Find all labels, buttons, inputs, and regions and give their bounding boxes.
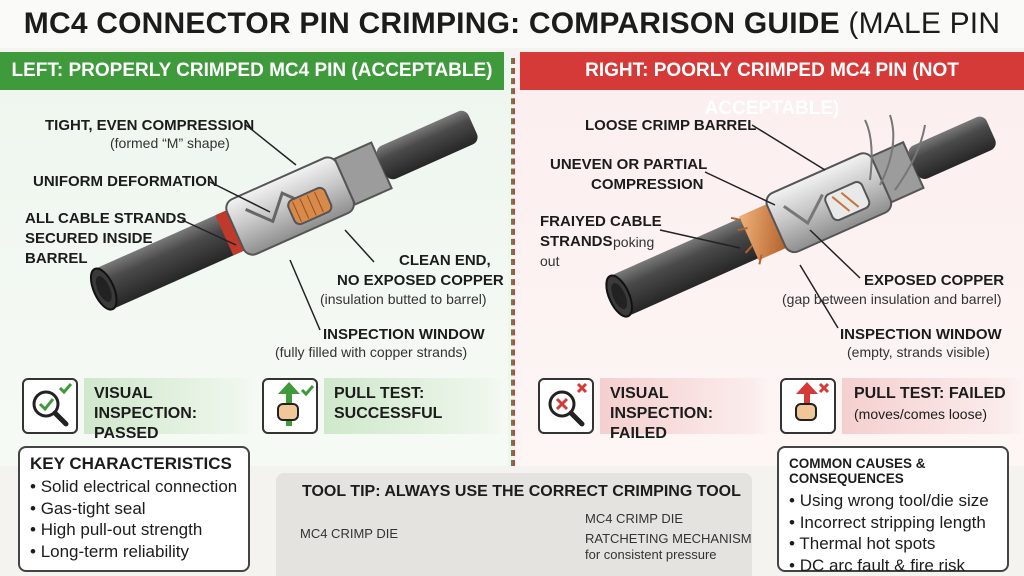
list-item: Using wrong tool/die size [789,490,1007,512]
label-exposed-copper-note: (gap between insulation and barrel) [782,291,1002,307]
pull-test-failed: PULL TEST: FAILED (moves/comes loose) [842,378,1024,434]
list-item: Long-term reliability [30,541,248,563]
label-inspection-window-bad: INSPECTION WINDOW [840,326,1002,343]
ratchet-label-note: for consistent pressure [585,547,717,562]
right-banner: RIGHT: POORLY CRIMPED MC4 PIN (NOT ACCEP… [520,52,1024,119]
label-inspection-window-bad-note: (empty, strands visible) [847,344,990,360]
tool-tip-title: TOOL TIP: ALWAYS USE THE CORRECT CRIMPIN… [302,483,741,500]
label-clean-end-note: (insulation butted to barrel) [320,291,487,307]
list-item: Gas-tight seal [30,498,248,520]
key-characteristics-title: KEY CHARACTERISTICS [30,454,232,473]
label-tight-compression-note: (formed “M” shape) [110,135,230,151]
causes-consequences-card: COMMON CAUSES & CONSEQUENCES Using wrong… [777,446,1009,575]
magnifier-check-icon [22,378,78,434]
visual-passed-line2: PASSED [94,425,159,442]
die-label-left: MC4 CRIMP DIE [300,526,398,541]
visual-passed-line1: VISUAL INSPECTION: [94,385,198,422]
list-item: Thermal hot spots [789,533,1007,555]
key-characteristics-card: KEY CHARACTERISTICS Solid electrical con… [18,446,250,572]
label-clean-end-1: CLEAN END, [399,252,491,269]
pull-failed-line1: PULL TEST: FAILED [854,385,1006,402]
pull-success-line1: PULL TEST: [334,385,425,402]
label-uneven-1: UNEVEN OR PARTIAL [550,156,708,173]
pull-test-successful: PULL TEST: SUCCESSFUL [324,378,504,434]
visual-inspection-passed: VISUAL INSPECTION: PASSED [84,378,254,442]
title-main: MC4 CONNECTOR PIN CRIMPING: COMPARISON G… [23,7,840,40]
label-frayed-2: STRANDS [540,233,613,250]
label-frayed-3: out [540,253,560,269]
causes-consequences-list: Using wrong tool/die size Incorrect stri… [789,490,1007,576]
bad-crimp-pin-illustration [605,114,996,329]
ratchet-label: RATCHETING MECHANISM [585,531,752,546]
label-uniform-deformation: UNIFORM DEFORMATION [33,173,218,190]
magnifier-x-icon [538,378,594,434]
pull-success-line2: SUCCESSFUL [334,405,443,422]
label-loose-barrel: LOOSE CRIMP BARREL [585,117,757,134]
pull-failed-line2: (moves/comes loose) [854,406,988,422]
label-inspection-window-good: INSPECTION WINDOW [323,326,485,343]
label-strands-2: SECURED INSIDE [25,230,153,247]
label-uneven-2: COMPRESSION [591,176,704,193]
visual-failed-line1: VISUAL INSPECTION: [610,385,714,422]
visual-inspection-failed: VISUAL INSPECTION: FAILED [600,378,770,442]
label-strands-1: ALL CABLE STRANDS [25,210,187,227]
left-banner: LEFT: PROPERLY CRIMPED MC4 PIN (ACCEPTAB… [0,52,504,90]
list-item: Solid electrical connection [30,476,248,498]
label-inspection-window-good-note: (fully filled with copper strands) [275,344,468,360]
die-label-right: MC4 CRIMP DIE [585,511,683,526]
label-tight-compression: TIGHT, EVEN COMPRESSION [45,117,255,134]
good-crimp-pin-illustration [89,110,478,331]
label-clean-end-2: NO EXPOSED COPPER [337,272,504,289]
label-frayed-1: FRAIYED CABLE [540,213,662,230]
pull-up-x-icon [780,378,836,434]
panel-divider [508,52,516,466]
causes-consequences-title: COMMON CAUSES & CONSEQUENCES [789,456,926,486]
list-item: DC arc fault & fire risk [789,555,1007,576]
visual-failed-line2: FAILED [610,425,667,442]
label-strands-3: BARREL [25,250,88,267]
list-item: High pull-out strength [30,519,248,541]
label-frayed-tail: poking [613,234,655,250]
key-characteristics-list: Solid electrical connection Gas-tight se… [30,476,248,562]
tool-tip-box [276,473,752,576]
label-exposed-copper: EXPOSED COPPER [864,272,1005,289]
pull-up-check-icon [262,378,318,434]
list-item: Incorrect stripping length [789,512,1007,534]
